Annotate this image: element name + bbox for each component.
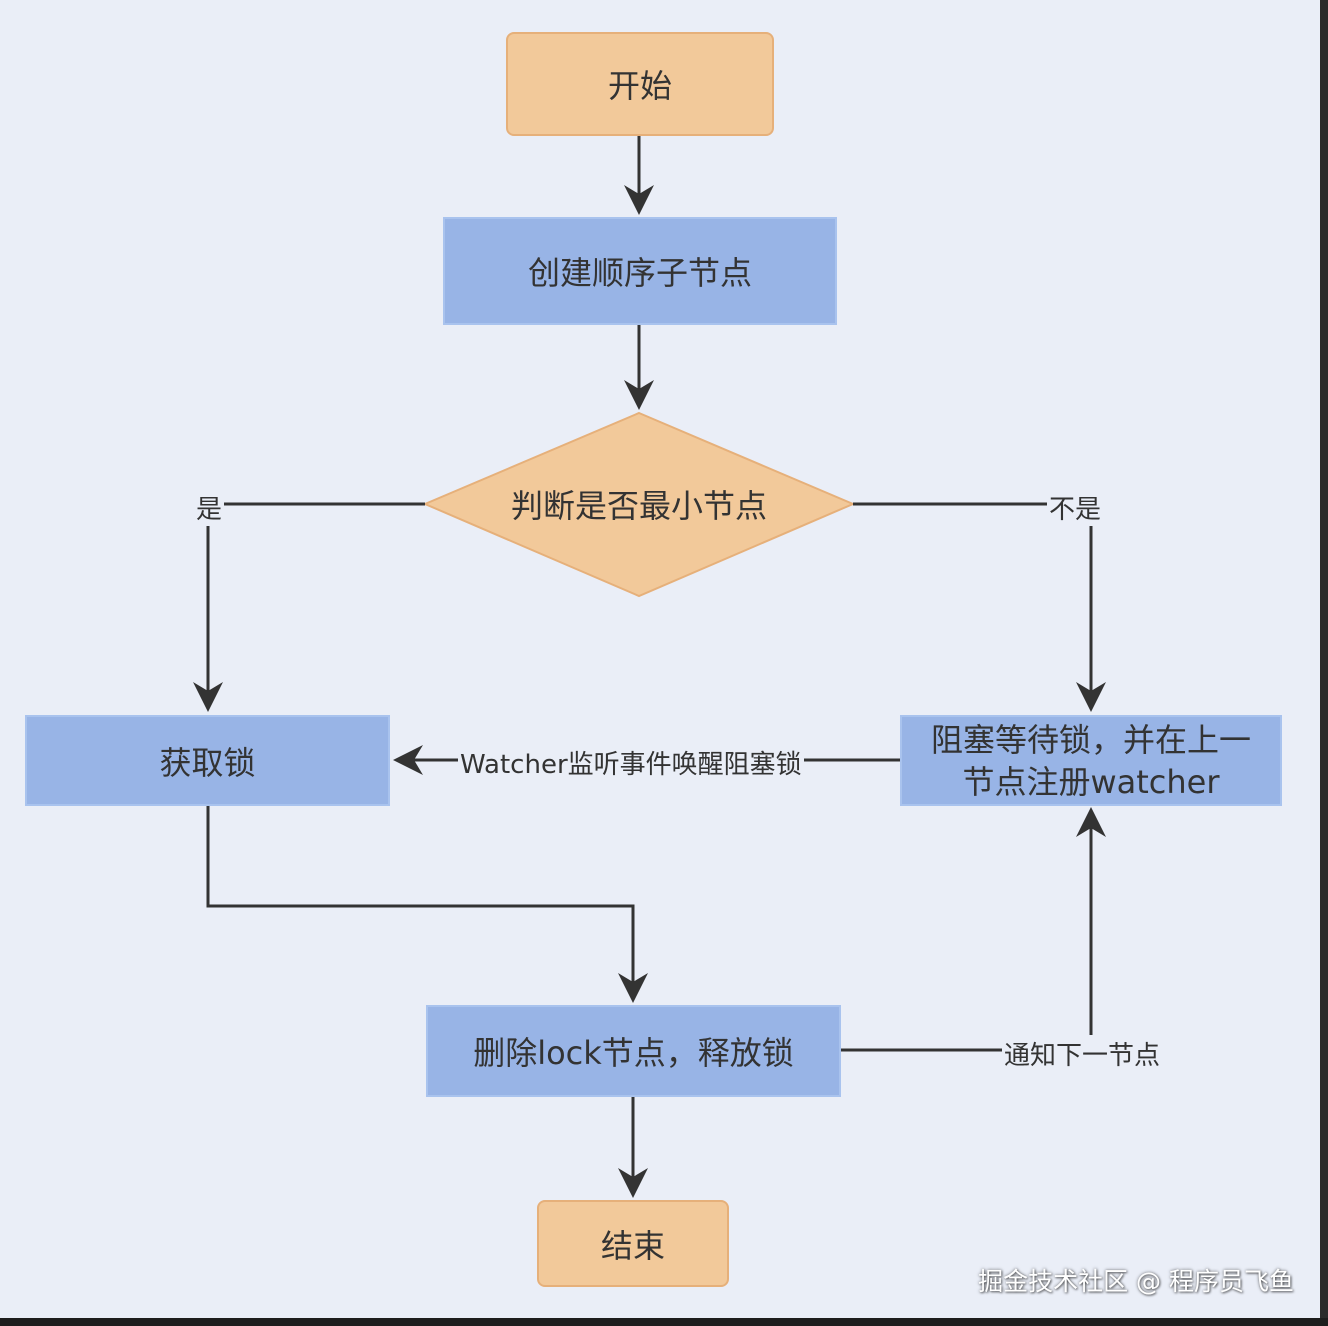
wait-block-step: 阻塞等待锁，并在上一节点注册watcher: [900, 715, 1282, 806]
edge-label-no: 不是: [1047, 489, 1104, 526]
create-node-label: 创建顺序子节点: [527, 254, 752, 292]
arrow-decision-yes: [193, 502, 425, 712]
delete-release-step: 删除lock节点，释放锁: [426, 1005, 841, 1097]
create-node-step: 创建顺序子节点: [443, 217, 837, 325]
acquire-lock-label: 获取锁: [159, 743, 256, 782]
watermark: 掘金技术社区 @ 程序员飞鱼: [978, 1267, 1294, 1296]
arrow-decision-no: [853, 502, 1106, 712]
decision-label: 判断是否最小节点: [510, 487, 767, 525]
edge-label-yes: 是: [194, 489, 225, 526]
wait-block-label: 阻塞等待锁，并在上一节点注册watcher: [930, 720, 1251, 801]
edge-label-watcher-wakeup: Watcher监听事件唤醒阻塞锁: [458, 744, 804, 781]
decision-diamond: [422, 411, 856, 598]
edge-label-notify-next: 通知下一节点: [1002, 1035, 1163, 1072]
acquire-lock-step: 获取锁: [25, 715, 390, 806]
arrow-acquire-to-delete: [206, 806, 648, 1003]
start-node: 开始: [506, 32, 774, 136]
end-node-label: 结束: [600, 1226, 665, 1265]
arrow-notify-next: [841, 807, 1106, 1052]
decision-label-box: 判断是否最小节点: [450, 470, 828, 538]
end-node: 结束: [537, 1200, 729, 1287]
delete-release-label: 删除lock节点，释放锁: [473, 1034, 794, 1072]
start-node-label: 开始: [607, 67, 672, 105]
window-edge: [1320, 0, 1328, 1326]
window-edge-bottom: [0, 1318, 1328, 1326]
